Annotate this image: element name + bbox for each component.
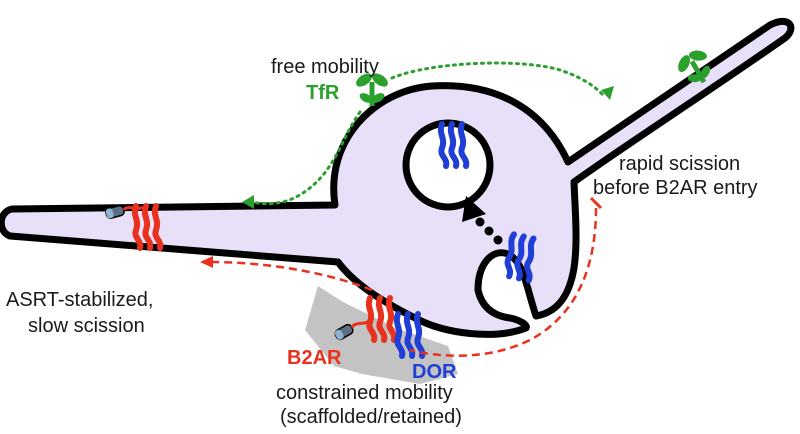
arrowhead-right — [601, 86, 614, 100]
dor-receptor-icon — [393, 311, 426, 359]
b2ar-receptor-icon — [131, 203, 164, 251]
asrt-probe-icon — [105, 204, 144, 220]
label-before-b2ar-entry: before B2AR entry — [593, 177, 758, 199]
b2ar-path-arrows — [209, 207, 598, 357]
arrowhead-red — [200, 256, 213, 268]
label-constrained-mobility: constrained mobility — [276, 382, 453, 404]
dor-receptor-icon — [504, 231, 537, 284]
b2ar-receptor-icon — [365, 295, 398, 343]
internalization-arrow — [462, 196, 503, 245]
tfr-mobility-arrows — [248, 61, 607, 206]
label-scaffolded-retained: (scaffolded/retained) — [280, 406, 462, 428]
label-tfr: TfR — [306, 82, 340, 104]
cell-membrane — [0, 17, 795, 338]
inhibit-bar — [589, 196, 603, 210]
arrowhead-left — [242, 195, 254, 209]
label-rapid-scission: rapid scission — [619, 153, 740, 175]
label-asrt-stabilized: ASRT-stabilized, — [6, 289, 153, 311]
label-free-mobility: free mobility — [271, 56, 379, 78]
dor-receptor-icon — [437, 121, 470, 169]
tfr-receptor-icon — [678, 50, 711, 84]
asrt-probe-icon — [334, 318, 371, 341]
label-dor: DOR — [412, 361, 457, 383]
label-b2ar: B2AR — [287, 347, 342, 369]
tfr-receptor-icon — [356, 73, 388, 106]
label-slow-scission: slow scission — [28, 315, 145, 337]
